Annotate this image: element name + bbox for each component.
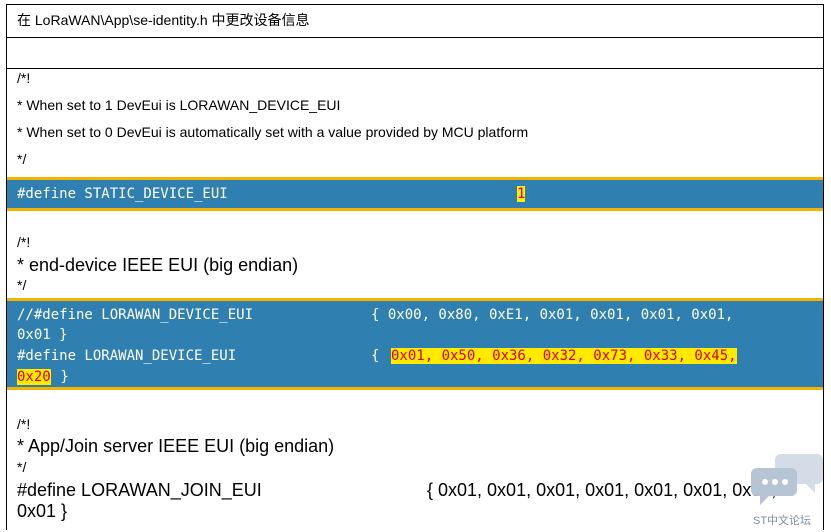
comment-line: * App/Join server IEEE EUI (big endian)	[17, 436, 335, 456]
comment-line: /*!	[17, 416, 31, 432]
static-device-eui-value: 1	[517, 186, 526, 202]
comment-line: */	[17, 459, 27, 475]
comment-line: /*!	[17, 70, 31, 86]
watermark-text: ST中文论坛	[753, 515, 812, 527]
device-eui-close-brace: }	[52, 369, 69, 385]
device-eui-open-brace: {	[371, 348, 380, 364]
device-eui-value: 0x01, 0x50, 0x36, 0x32, 0x73, 0x33, 0x45…	[391, 348, 737, 364]
static-device-eui-band: #define STATIC_DEVICE_EUI 1	[7, 177, 823, 211]
comment-line: * When set to 1 DevEui is LORAWAN_DEVICE…	[17, 97, 341, 113]
commented-define-device-eui: //#define LORAWAN_DEVICE_EUI	[17, 307, 254, 323]
top-border	[7, 4, 823, 5]
define-join-eui: #define LORAWAN_JOIN_EUI	[17, 480, 262, 500]
commented-device-eui-value: { 0x00, 0x80, 0xE1, 0x01, 0x01, 0x01, 0x…	[371, 307, 734, 323]
comment-line: * end-device IEEE EUI (big endian)	[17, 255, 299, 275]
comment-line: /*!	[17, 234, 31, 250]
forum-watermark: ST中文论坛	[751, 450, 825, 528]
define-static-device-eui: #define STATIC_DEVICE_EUI	[17, 186, 228, 202]
comment-line: * When set to 0 DevEui is automatically …	[17, 124, 529, 140]
define-device-eui: #define LORAWAN_DEVICE_EUI	[17, 348, 237, 364]
join-eui-value: { 0x01, 0x01, 0x01, 0x01, 0x01, 0x01, 0x…	[427, 480, 777, 500]
comment-line: */	[17, 277, 27, 293]
device-eui-cont: 0x20	[17, 369, 51, 385]
empty-row-border	[7, 68, 823, 69]
comment-line: */	[17, 151, 27, 167]
header-border	[7, 37, 823, 38]
chat-bubbles-icon	[751, 454, 823, 505]
document-frame: 在 LoRaWAN\App\se-identity.h 中更改设备信息 /*! …	[6, 4, 824, 530]
join-eui-cont: 0x01 }	[17, 501, 68, 521]
header-title: 在 LoRaWAN\App\se-identity.h 中更改设备信息	[17, 12, 310, 28]
commented-device-eui-cont: 0x01 }	[17, 327, 68, 343]
device-eui-band: //#define LORAWAN_DEVICE_EUI { 0x00, 0x8…	[7, 298, 823, 390]
